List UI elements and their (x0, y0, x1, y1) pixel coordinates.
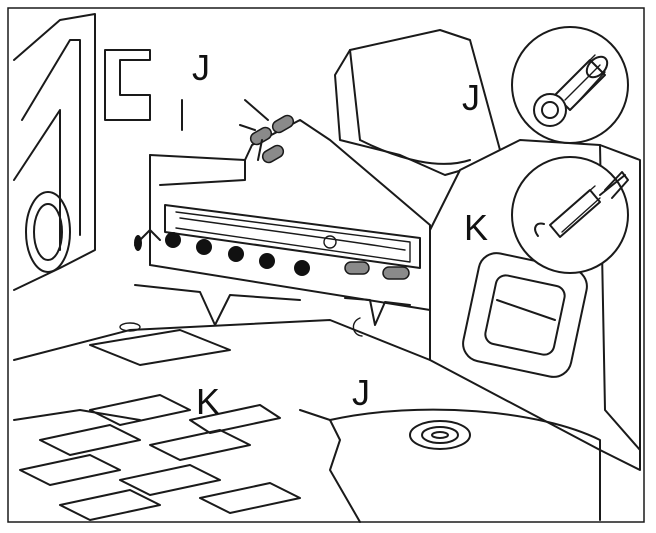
pointer-star (239, 99, 269, 161)
blind-rivet-nut-icon (511, 26, 629, 144)
label-j-top-right: J (462, 77, 480, 118)
rivet (228, 246, 244, 262)
rivet (382, 266, 410, 280)
label-k-bottom: K (196, 381, 220, 422)
left-pillar (13, 13, 96, 291)
rivet (196, 239, 212, 255)
rivet (165, 232, 181, 248)
rivet (271, 114, 295, 134)
group-bracket-j (344, 297, 411, 326)
label-j-bottom: J (352, 372, 370, 413)
rivet (134, 235, 142, 251)
seat-bracket-left (104, 49, 151, 121)
rivet-row-dark (134, 232, 310, 276)
rivet (294, 260, 310, 276)
rivet-row-gray (249, 114, 410, 280)
floor-panel (13, 319, 601, 523)
rivet (259, 253, 275, 269)
rivet (261, 144, 285, 164)
label-k-right: K (464, 207, 488, 248)
rivet-tool-icon (511, 156, 629, 274)
rivet (344, 261, 370, 275)
label-j-top-left: J (192, 47, 210, 88)
rivet (249, 126, 273, 146)
